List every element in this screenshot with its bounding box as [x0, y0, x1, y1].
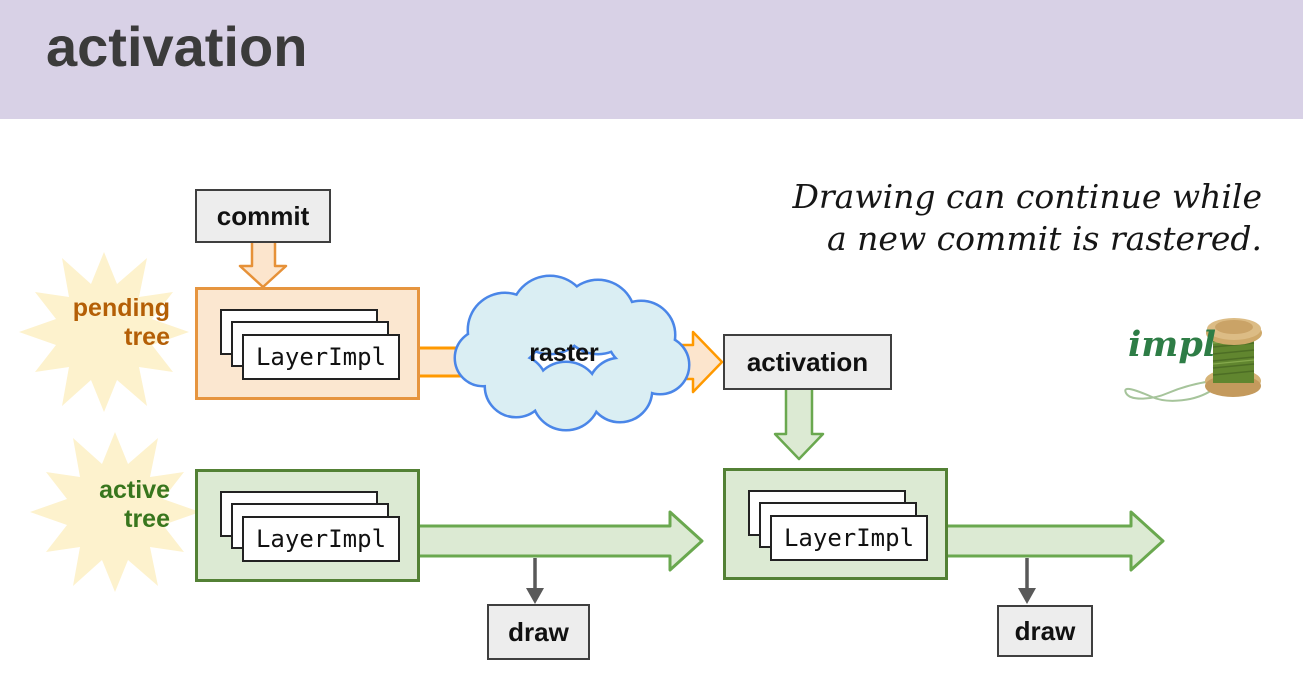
commit-arrow-down: [238, 239, 288, 289]
active-tree-flow-arrow-right: [938, 510, 1165, 572]
impl-label: impl: [1128, 324, 1217, 365]
layer-stack: LayerImpl: [220, 309, 400, 380]
draw-label: draw: [1014, 615, 1076, 646]
draw-box-right: draw: [997, 605, 1093, 657]
draw-arrow-left: [526, 558, 544, 604]
raster-cloud: [453, 274, 691, 432]
active-tree-label-line2: tree: [124, 505, 170, 533]
slide-header: activation: [0, 0, 1303, 119]
annotation-quote-line1: Drawing can continue while: [792, 177, 1262, 216]
layer-impl-label: LayerImpl: [255, 525, 387, 553]
active-tree-label-line1: active: [99, 476, 170, 504]
page-title: activation: [46, 15, 308, 78]
activation-arrow-down: [773, 386, 825, 461]
activation-label: activation: [746, 346, 869, 377]
draw-box-left: draw: [487, 604, 590, 660]
active-tree-flow-arrow-left: [413, 510, 704, 572]
active-tree-box-right: LayerImpl: [723, 468, 948, 580]
pending-tree-label-line2: tree: [124, 323, 170, 351]
active-tree-starburst: [30, 432, 200, 592]
pending-tree-box: LayerImpl: [195, 287, 420, 400]
activation-box: activation: [723, 334, 892, 390]
layer-stack: LayerImpl: [748, 490, 928, 561]
draw-label: draw: [508, 616, 569, 647]
layer-card-front: LayerImpl: [242, 516, 400, 562]
draw-arrow-right: [1018, 558, 1036, 604]
thread-spool-image: [1124, 318, 1262, 402]
layer-impl-label: LayerImpl: [255, 343, 387, 371]
active-tree-box-left: LayerImpl: [195, 469, 420, 582]
annotation-quote-line2: a new commit is rastered.: [827, 219, 1262, 258]
active-tree-label: active tree: [20, 476, 170, 534]
raster-label: raster: [529, 339, 599, 367]
layer-stack: LayerImpl: [220, 491, 400, 562]
pending-tree-label-line1: pending: [72, 294, 170, 322]
commit-box: commit: [195, 189, 331, 243]
commit-label: commit: [216, 200, 310, 231]
layer-card-front: LayerImpl: [242, 334, 400, 380]
pending-tree-label: pending tree: [20, 294, 170, 352]
layer-card-front: LayerImpl: [770, 515, 928, 561]
pending-tree-starburst: [19, 252, 189, 412]
annotation-quote: Drawing can continue while a new commit …: [792, 176, 1262, 260]
layer-impl-label: LayerImpl: [783, 524, 915, 552]
